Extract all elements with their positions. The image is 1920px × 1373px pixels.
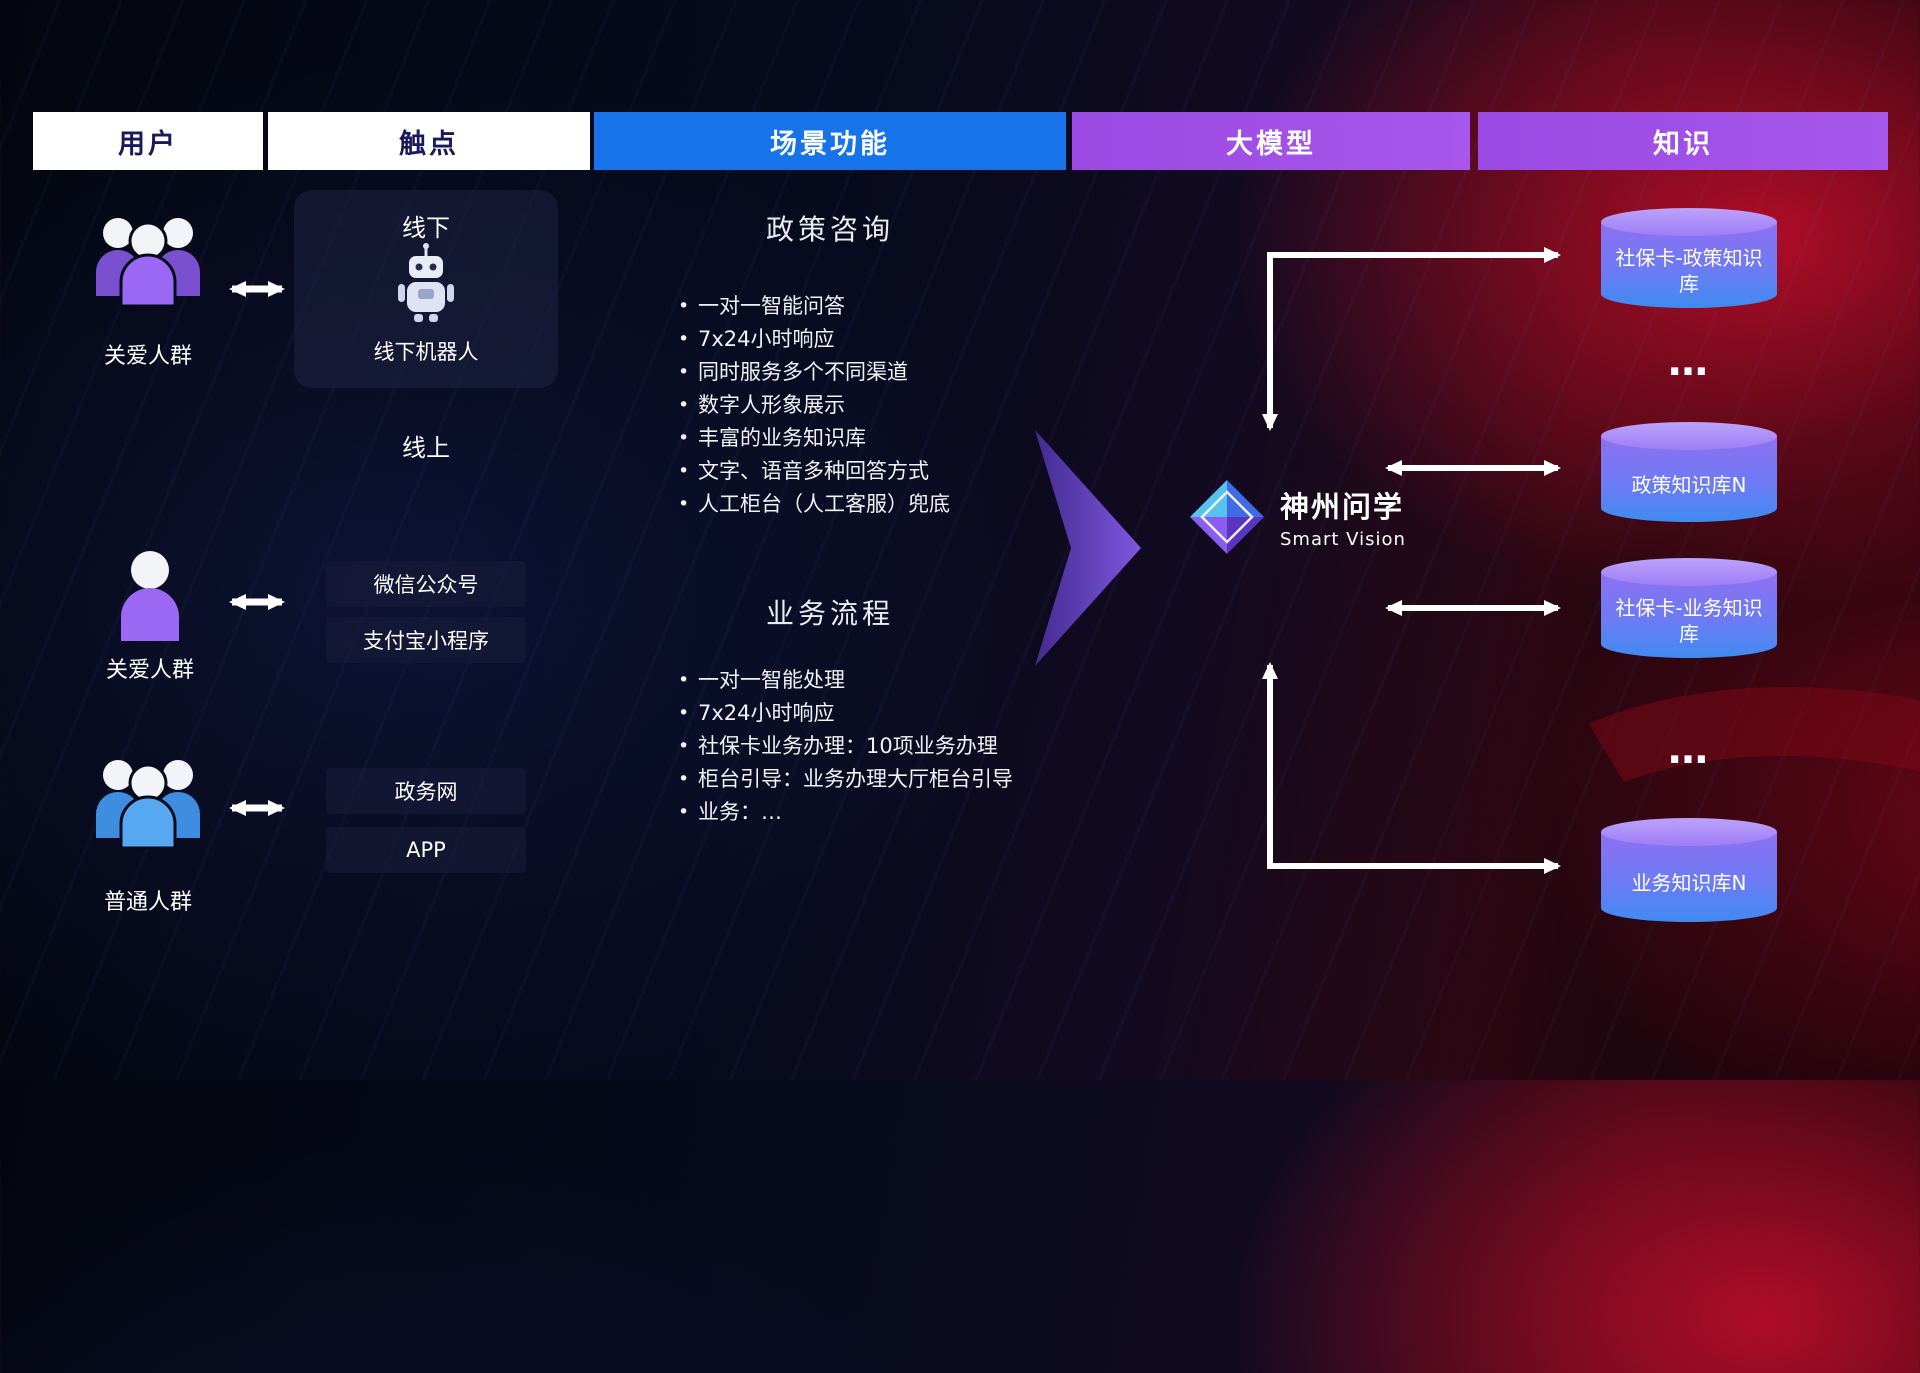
model-name: 神州问学 [1280,490,1405,524]
offline-robot-label: 线下机器人 [373,340,479,364]
header-touchpoints: 触点 [268,112,590,170]
online-title: 线上 [402,434,450,462]
database-cylinder-policy-n: 政策知识库N [1601,422,1777,522]
offline-title: 线下 [402,214,450,242]
scene-item: 人工柜台（人工客服）兜底 [676,488,950,521]
channel-wechat: 微信公众号 [326,561,526,607]
header-knowledge: 知识 [1478,112,1888,170]
header-scene-functions: 场景功能 [594,112,1066,170]
user-label-care-group-2: 关爱人群 [105,658,194,683]
scene-item: 柜台引导：业务办理大厅柜台引导 [676,763,1013,796]
scene-item: 社保卡业务办理：10项业务办理 [676,730,1013,763]
database-cylinder-business-n: 业务知识库N [1601,818,1777,922]
database-cylinder-business-sscard: 社保卡-业务知识库 [1601,558,1777,658]
header-large-model: 大模型 [1072,112,1470,170]
scene-item: 同时服务多个不同渠道 [676,356,950,389]
red-swoosh-decoration [1374,597,1920,1373]
cylinder-top [1601,208,1777,236]
scene-item: 一对一智能问答 [676,290,950,323]
user-label-ordinary-group: 普通人群 [103,890,192,915]
scene-item: 一对一智能处理 [676,664,1013,697]
channel-gov-web: 政务网 [326,768,526,814]
channel-app: APP [326,827,526,873]
elbow-arrow-icon [1262,662,1561,874]
cylinder-top [1601,422,1777,450]
elbow-arrow-icon [1262,247,1561,431]
model-subtitle: Smart Vision [1280,529,1406,550]
scene-item: 7x24小时响应 [676,323,950,356]
knowledge-label: 业务知识库N [1631,871,1747,895]
diamond-logo-icon [1190,480,1264,554]
group-blue-icon [88,750,208,854]
cylinder-top [1601,818,1777,846]
knowledge-ellipsis: … [1668,339,1710,385]
scene-list-business-process: 一对一智能处理 7x24小时响应 社保卡业务办理：10项业务办理 柜台引导：业务… [676,664,1013,829]
scene-item: 数字人形象展示 [676,389,950,422]
scene-item: 7x24小时响应 [676,697,1013,730]
scene-list-policy-consult: 一对一智能问答 7x24小时响应 同时服务多个不同渠道 数字人形象展示 丰富的业… [676,290,950,521]
robot-icon [396,242,456,330]
person-purple-icon [110,548,190,647]
user-label-care-group-1: 关爱人群 [103,344,192,369]
channel-alipay-miniprogram: 支付宝小程序 [326,617,526,663]
group-purple-icon [88,208,208,312]
scene-title-business-process: 业务流程 [765,597,894,630]
header-users: 用户 [33,112,263,170]
flow-arrow-icon [1035,430,1141,670]
model-logo: 神州问学 Smart Vision [1188,478,1406,556]
cylinder-top [1601,558,1777,586]
offline-robot-card: 线下 线下机器人 [294,190,558,388]
knowledge-label: 政策知识库N [1631,473,1747,497]
knowledge-label: 社保卡-政策知识库 [1615,246,1763,296]
scene-item: 业务：… [676,796,1013,829]
scene-item: 文字、语音多种回答方式 [676,455,950,488]
knowledge-ellipsis: … [1668,727,1710,773]
scene-item: 丰富的业务知识库 [676,422,950,455]
knowledge-label: 社保卡-业务知识库 [1615,596,1763,646]
database-cylinder-policy-sscard: 社保卡-政策知识库 [1601,208,1777,308]
scene-title-policy-consult: 政策咨询 [765,213,894,246]
